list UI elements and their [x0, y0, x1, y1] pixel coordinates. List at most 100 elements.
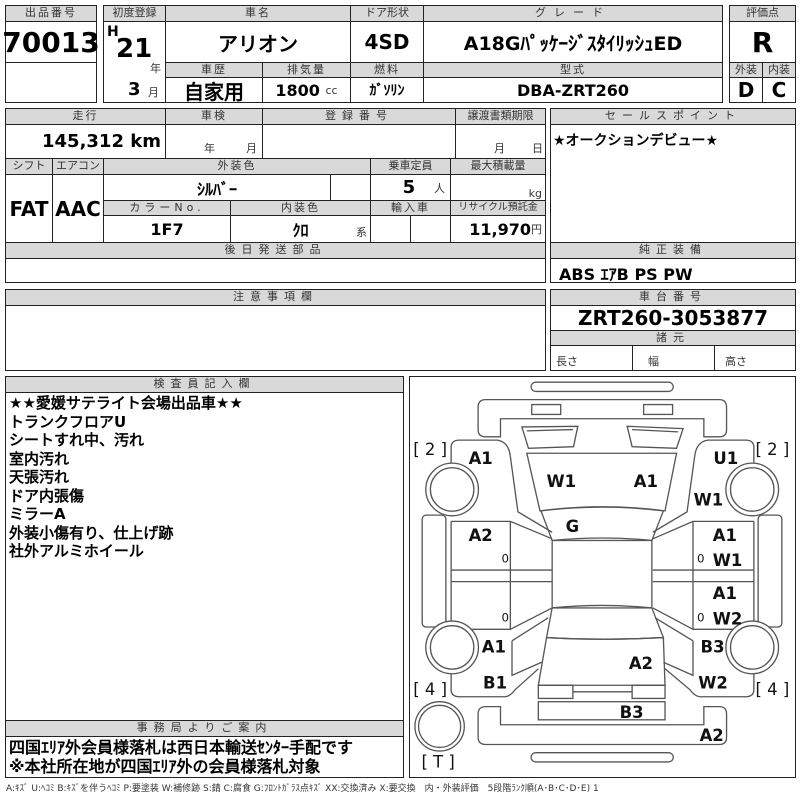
mark-rf-fender: U1 — [713, 449, 738, 468]
int-score: C — [762, 77, 796, 103]
tire-rr: [ 4 ] — [756, 680, 790, 699]
tire-spare: [ T ] — [422, 753, 455, 772]
spec-width-label: 幅 — [648, 355, 659, 368]
mark-lf-door: A2 — [469, 526, 493, 545]
transfer-label: 譲渡書類期限 — [455, 108, 546, 125]
equipment-label: 純正装備 — [550, 242, 796, 259]
mileage-value: 145,312 — [42, 131, 124, 152]
damage-diagram: [ 2 ] [ 2 ] [ 4 ] [ 4 ] [ T ] A1 W1 A1 U… — [409, 376, 796, 778]
ac-label: エアコン — [52, 158, 104, 175]
mark-rf-door: A1 — [713, 526, 737, 545]
equipment-box: ABS ｴｱB PS PW — [550, 258, 796, 284]
right-doors — [652, 520, 755, 631]
int-color-unit: 系 — [356, 226, 367, 239]
spare-tire-inner — [417, 704, 462, 749]
right-front-fender — [652, 439, 755, 533]
rear-panel — [537, 701, 666, 721]
ext-score-label: 外装 — [729, 62, 763, 78]
displacement-unit: cc — [325, 83, 338, 97]
recycle-unit: 円 — [531, 223, 542, 236]
grade-label: グレード — [423, 5, 723, 22]
wheels — [414, 462, 780, 752]
sales-point-label: セールスポイント — [550, 108, 796, 125]
office-label: 事務局よりご案内 — [5, 720, 404, 737]
car-outline: [ 2 ] [ 2 ] [ 4 ] [ 4 ] [ T ] A1 W1 A1 U… — [413, 381, 790, 772]
right-rear-fender — [654, 617, 755, 698]
wheel-rear-right — [725, 620, 780, 675]
mark-hood-l: W1 — [547, 472, 577, 491]
import-label: 輸入車 — [370, 200, 451, 216]
left-front-fender — [450, 439, 553, 533]
ext-color-label: 外装色 — [103, 158, 371, 175]
note-line: シートすれ中、汚れ — [9, 431, 145, 449]
spare-tire — [414, 701, 465, 752]
inspection-cell: 年 月 — [165, 124, 263, 159]
ext-color-extra — [330, 174, 371, 201]
spec-length: 長さ — [550, 345, 633, 371]
lot-label: 出品番号 — [5, 5, 97, 22]
note-line: 外装小傷有り、仕上げ跡 — [9, 523, 174, 542]
door-type: 4SD — [350, 21, 424, 63]
capacity: 5 人 — [370, 174, 451, 201]
spec-length-label: 長さ — [556, 355, 578, 368]
later-parts-label: 後日発送部品 — [5, 242, 546, 259]
left-rear-fender — [450, 617, 549, 698]
reg-year: 21 — [116, 34, 153, 64]
note-line: 室内汚れ — [9, 449, 70, 468]
fuel-label: 燃料 — [350, 62, 424, 78]
transfer-cell: 月 日 — [455, 124, 546, 159]
mark-rf-door2: W1 — [713, 551, 743, 570]
wheel-rear-left-inner — [429, 625, 475, 670]
note-line: トランクフロアU — [9, 412, 127, 431]
specs-label: 諸元 — [550, 330, 796, 346]
inspection-label: 車検 — [165, 108, 263, 125]
sales-point: ★オークションデビュー★ — [553, 133, 719, 149]
office-line: 四国ｴﾘｱ外会員様落札は西日本輸送ｾﾝﾀｰ手配です — [9, 738, 354, 757]
note-line: ミラーA — [9, 505, 66, 523]
tail-lamp-right — [631, 684, 666, 700]
mark-rear-panel: B3 — [620, 703, 644, 722]
max-load-label: 最大積載量 — [450, 158, 546, 175]
ext-score: D — [729, 77, 763, 103]
wheel-front-right — [725, 462, 780, 517]
door-label: ドア形状 — [350, 5, 424, 22]
capacity-unit: 人 — [434, 181, 445, 195]
rear-bumper — [477, 705, 728, 746]
chassis-label: 車台番号 — [550, 289, 796, 306]
headlight-left — [531, 403, 562, 416]
left-doors — [450, 520, 553, 631]
inspection-month-unit: 月 — [246, 142, 257, 155]
max-load: kg — [450, 174, 546, 201]
mark-rf-door-zero: 0 — [697, 552, 705, 566]
mark-rr-quarter: W2 — [698, 674, 728, 693]
ext-color: ｼﾙﾊﾞｰ — [103, 174, 331, 201]
mileage-unit: km — [130, 131, 161, 152]
reg-no-value — [262, 124, 456, 159]
recycle-value: 11,970 — [469, 219, 531, 239]
spec-width: 幅 — [632, 345, 715, 371]
month-unit: 月 — [148, 86, 159, 99]
wheel-front-left-inner — [429, 467, 475, 512]
windshield — [540, 506, 665, 542]
note-line: 天張汚れ — [9, 468, 70, 486]
mark-rr-door2: W2 — [713, 609, 743, 628]
mark-rf-fender2: W1 — [694, 490, 724, 509]
mark-lr-fender: A1 — [482, 638, 506, 657]
note-line: 社外アルミホイール — [9, 542, 144, 560]
color-no-label: カラーNo. — [103, 200, 231, 216]
tire-fr: [ 2 ] — [756, 440, 790, 459]
spec-height-label: 高さ — [725, 355, 747, 368]
rear-bumper-bar — [530, 752, 674, 763]
caution-body — [5, 305, 546, 371]
era: H — [107, 24, 119, 40]
spec-height: 高さ — [714, 345, 796, 371]
inspection-year-unit: 年 — [204, 142, 215, 155]
rear-glass — [545, 604, 665, 640]
tire-rl: [ 4 ] — [413, 680, 447, 699]
left-sill — [421, 514, 447, 628]
roof — [551, 539, 653, 609]
wheel-front-right-inner — [729, 467, 775, 512]
wipers — [520, 425, 685, 450]
year-unit: 年 — [150, 62, 161, 75]
inspector-label: 検査員記入欄 — [5, 376, 404, 393]
